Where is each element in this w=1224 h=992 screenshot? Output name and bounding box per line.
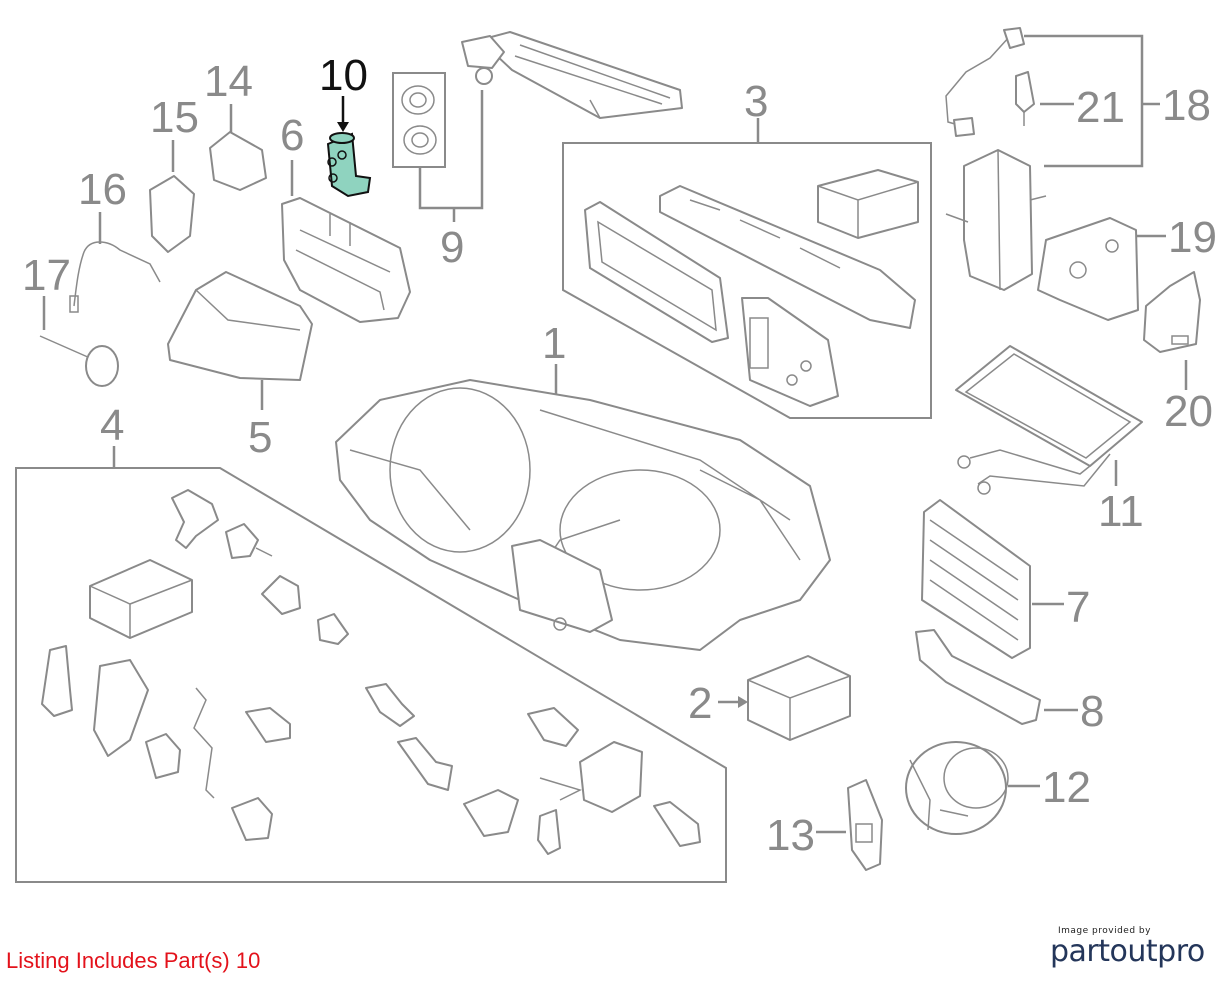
part-10-expansion-valve[interactable] — [326, 132, 372, 198]
image-credit: Image provided by partoutpro — [1050, 926, 1210, 969]
callout-15[interactable]: 15 — [150, 93, 199, 142]
callout-17[interactable]: 17 — [22, 251, 71, 300]
group-box-4 — [15, 467, 727, 883]
callout-10[interactable]: 10 — [319, 51, 368, 100]
callout-11[interactable]: 11 — [1098, 487, 1144, 536]
part-7-cabin-filter — [921, 499, 1031, 659]
part-12-blower-motor — [905, 741, 1009, 835]
callout-line-9 — [418, 90, 484, 210]
callout-2[interactable]: 2 — [688, 679, 712, 728]
credit-caption: Image provided by — [1058, 926, 1151, 936]
callout-5[interactable]: 5 — [248, 413, 272, 462]
part-8-seal — [915, 629, 1041, 725]
callout-13[interactable]: 13 — [766, 811, 815, 860]
callout-21[interactable]: 21 — [1076, 83, 1125, 132]
callout-12[interactable]: 12 — [1042, 763, 1091, 812]
part-11-heater-core — [955, 345, 1143, 495]
callout-18[interactable]: 18 — [1162, 81, 1211, 130]
part-20 — [1143, 271, 1201, 353]
part-evaporator — [461, 31, 683, 119]
callout-1[interactable]: 1 — [542, 319, 566, 368]
part-1-hvac-housing — [335, 379, 831, 651]
listing-includes-text: Listing Includes Part(s) 10 — [6, 948, 261, 973]
callout-6[interactable]: 6 — [280, 111, 304, 160]
callout-20[interactable]: 20 — [1164, 387, 1213, 436]
partoutpro-logo: partoutpro — [1050, 934, 1205, 969]
part-6 — [281, 197, 411, 323]
callout-8[interactable]: 8 — [1080, 687, 1104, 736]
callout-line-18 — [1024, 34, 1144, 168]
part-9-o-rings — [392, 72, 446, 168]
part-2 — [747, 655, 851, 741]
callout-19[interactable]: 19 — [1168, 213, 1217, 262]
part-3-contents — [584, 169, 919, 407]
part-17 — [39, 335, 119, 387]
callout-9[interactable]: 9 — [440, 223, 464, 272]
callout-4[interactable]: 4 — [100, 401, 124, 450]
part-14 — [209, 131, 267, 191]
part-21 — [1015, 71, 1035, 126]
part-4-contents — [41, 489, 701, 855]
part-15 — [149, 175, 195, 253]
callout-14[interactable]: 14 — [204, 57, 253, 106]
part-5 — [167, 271, 313, 381]
callout-arrow-10 — [337, 122, 349, 132]
part-18-actuator — [945, 149, 1047, 291]
part-19 — [1037, 217, 1139, 321]
callout-7[interactable]: 7 — [1066, 583, 1090, 632]
part-18-sensor — [945, 27, 1025, 137]
callout-16[interactable]: 16 — [78, 165, 127, 214]
callout-3[interactable]: 3 — [744, 77, 768, 126]
part-13 — [847, 779, 883, 871]
part-16 — [69, 241, 161, 313]
